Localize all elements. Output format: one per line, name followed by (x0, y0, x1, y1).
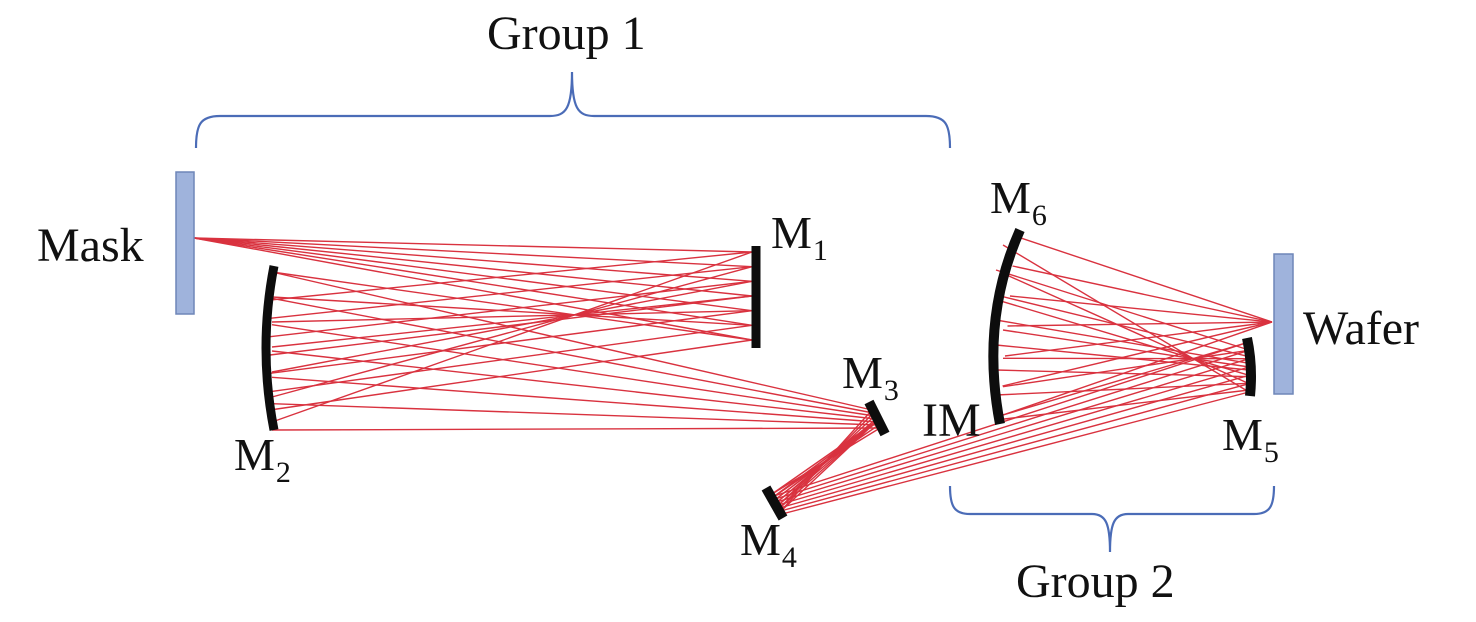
group-1-bracket (194, 71, 952, 149)
light-ray (271, 402, 879, 426)
m4-label: M4 (740, 514, 797, 574)
m5-label: M5 (1222, 409, 1279, 469)
wafer-plate (1273, 253, 1294, 395)
group-2-bracket (948, 485, 1276, 553)
light-ray (271, 271, 873, 411)
light-ray (271, 295, 753, 348)
mirror-m3 (864, 399, 890, 437)
mirror-m2 (261, 265, 279, 431)
mirror-m4 (761, 485, 788, 521)
light-ray (271, 296, 753, 327)
intermediate-image-label: IM (922, 394, 981, 447)
light-ray (1004, 321, 1273, 357)
light-ray (1002, 300, 1250, 377)
light-ray (995, 294, 1250, 358)
light-ray (999, 321, 1273, 417)
light-ray (1002, 329, 1250, 368)
light-ray (1002, 244, 1250, 393)
light-ray (995, 389, 1250, 421)
light-ray (781, 391, 1250, 515)
light-ray (777, 366, 1250, 506)
light-ray (773, 341, 1250, 497)
light-ray (776, 357, 1250, 503)
group-2-label: Group 2 (1016, 555, 1175, 608)
light-ray (269, 251, 753, 301)
m3-label: M3 (842, 347, 899, 407)
light-ray (779, 374, 1250, 509)
light-ray (995, 382, 1250, 396)
light-ray (193, 237, 753, 268)
light-ray (1012, 265, 1273, 323)
light-ray (995, 269, 1250, 351)
light-ray (1009, 295, 1273, 323)
mask-plate (175, 171, 195, 315)
light-ray (771, 427, 881, 495)
mirror-m5 (1242, 336, 1256, 397)
light-ray (1002, 321, 1273, 387)
light-ray (1014, 235, 1273, 323)
light-ray (271, 350, 877, 420)
light-ray (271, 271, 753, 341)
light-ray (271, 251, 753, 423)
light-ray (269, 265, 753, 320)
light-ray (193, 237, 753, 283)
light-ray (271, 297, 874, 414)
m1-label: M1 (771, 207, 828, 267)
light-ray (1007, 321, 1273, 327)
light-ray (1002, 272, 1250, 385)
group-1-label: Group 1 (487, 7, 646, 60)
mirror-m6 (988, 227, 1025, 425)
wafer-label: Wafer (1303, 302, 1420, 355)
light-ray (269, 280, 753, 338)
light-ray (1002, 341, 1250, 416)
light-ray (193, 237, 753, 253)
light-rays (193, 235, 1273, 515)
light-ray (271, 376, 878, 423)
light-ray (193, 237, 753, 297)
m6-label: M6 (990, 172, 1047, 232)
light-ray (780, 382, 1250, 512)
light-ray (271, 323, 875, 417)
light-ray (271, 309, 753, 323)
mask-label: Mask (37, 219, 144, 272)
m2-label: M2 (234, 429, 291, 489)
light-ray (193, 237, 753, 327)
light-ray (269, 324, 753, 393)
light-ray (269, 295, 753, 356)
light-ray (271, 427, 881, 431)
light-ray (269, 339, 753, 411)
light-ray (271, 265, 753, 398)
